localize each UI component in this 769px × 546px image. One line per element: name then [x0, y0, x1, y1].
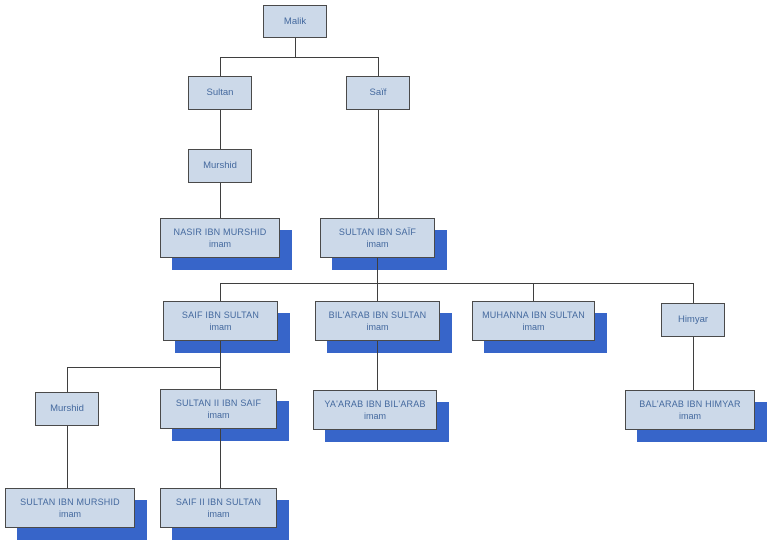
node-yaarab-ibn-bilarab-name: YA'ARAB IBN BIL'ARAB [324, 399, 426, 409]
connector-sultanibnsaif-children [220, 283, 694, 284]
connector-to-murshid2 [67, 367, 68, 392]
node-saif-ii-ibn-sultan-role: imam [207, 509, 230, 519]
connector-malik-children [220, 57, 379, 58]
node-bilarab-ibn-sultan: BIL'ARAB IBN SULTAN imam [315, 301, 440, 341]
node-bilarab-ibn-sultan-role: imam [366, 322, 389, 332]
connector-to-saifibnsultan [220, 283, 221, 301]
node-sultan-ii-ibn-saif: SULTAN II IBN SAIF imam [160, 389, 277, 429]
node-murshid-1-label: Murshid [203, 160, 237, 171]
node-muhanna-ibn-sultan-role: imam [522, 322, 545, 332]
node-nasir-ibn-murshid: NASIR IBN MURSHID imam [160, 218, 280, 258]
connector-sultanibnsaif-down [377, 258, 378, 283]
node-sultan: Sultan [188, 76, 252, 110]
node-yaarab-ibn-bilarab: YA'ARAB IBN BIL'ARAB imam [313, 390, 437, 430]
node-sultan-label: Sultan [206, 87, 234, 98]
node-murshid-2-label: Murshid [50, 403, 84, 414]
connector-bilarab-yaarab [377, 341, 378, 390]
connector-saif-sultanibnsaif [378, 110, 379, 218]
connector-sultan-murshid [220, 110, 221, 149]
node-saif: Saïf [346, 76, 410, 110]
node-malik-label: Malik [283, 15, 307, 27]
node-saif-ii-ibn-sultan-name: SAIF II IBN SULTAN [175, 497, 262, 507]
connector-to-bilarab [377, 283, 378, 301]
node-muhanna-ibn-sultan-name: MUHANNA IBN SULTAN [482, 310, 585, 320]
connector-murshid2-sultanibnmurshid [67, 426, 68, 488]
node-sultan-ii-ibn-saif-name: SULTAN II IBN SAIF [175, 398, 262, 408]
node-saif-ibn-sultan-name: SAIF IBN SULTAN [181, 310, 260, 320]
node-sultan-ibn-murshid-name: SULTAN IBN MURSHID [20, 497, 120, 507]
node-himyar-label: Himyar [677, 314, 709, 325]
connector-malik-down [295, 38, 296, 57]
node-murshid-1: Murshid [188, 149, 252, 183]
node-sultan-ibn-murshid-role: imam [59, 509, 81, 519]
node-balarab-ibn-himyar: BAL'ARAB IBN HIMYAR imam [625, 390, 755, 430]
connector-murshid-nasir [220, 183, 221, 218]
node-sultan-ibn-murshid: SULTAN IBN MURSHID imam [5, 488, 135, 528]
node-balarab-ibn-himyar-name: BAL'ARAB IBN HIMYAR [639, 399, 741, 409]
node-murshid-2: Murshid [35, 392, 99, 426]
connector-saifibnsultan-children [67, 367, 221, 368]
node-saif-ibn-sultan-role: imam [209, 322, 232, 332]
connector-to-himyar [693, 283, 694, 303]
node-malik: Malik [263, 5, 327, 38]
node-bilarab-ibn-sultan-name: BIL'ARAB IBN SULTAN [328, 310, 427, 320]
node-muhanna-ibn-sultan: MUHANNA IBN SULTAN imam [472, 301, 595, 341]
connector-saifibnsultan-down [220, 341, 221, 389]
node-sultan-ii-ibn-saif-role: imam [207, 410, 230, 420]
node-saif-ii-ibn-sultan: SAIF II IBN SULTAN imam [160, 488, 277, 528]
node-nasir-ibn-murshid-name: NASIR IBN MURSHID [173, 227, 267, 237]
connector-to-sultan [220, 57, 221, 76]
node-sultan-ibn-saif-name: SULTAN IBN SAÏF [338, 227, 417, 237]
node-sultan-ibn-saif: SULTAN IBN SAÏF imam [320, 218, 435, 258]
node-himyar: Himyar [661, 303, 725, 337]
node-saif-ibn-sultan: SAIF IBN SULTAN imam [163, 301, 278, 341]
connector-sultan2-saif2 [220, 429, 221, 488]
node-balarab-ibn-himyar-role: imam [679, 411, 701, 421]
node-sultan-ibn-saif-role: imam [366, 239, 389, 249]
node-nasir-ibn-murshid-role: imam [209, 239, 231, 249]
connector-to-muhanna [533, 283, 534, 301]
node-yaarab-ibn-bilarab-role: imam [364, 411, 386, 421]
connector-himyar-balarab [693, 337, 694, 390]
connector-to-saif [378, 57, 379, 76]
node-saif-label: Saïf [369, 87, 387, 98]
